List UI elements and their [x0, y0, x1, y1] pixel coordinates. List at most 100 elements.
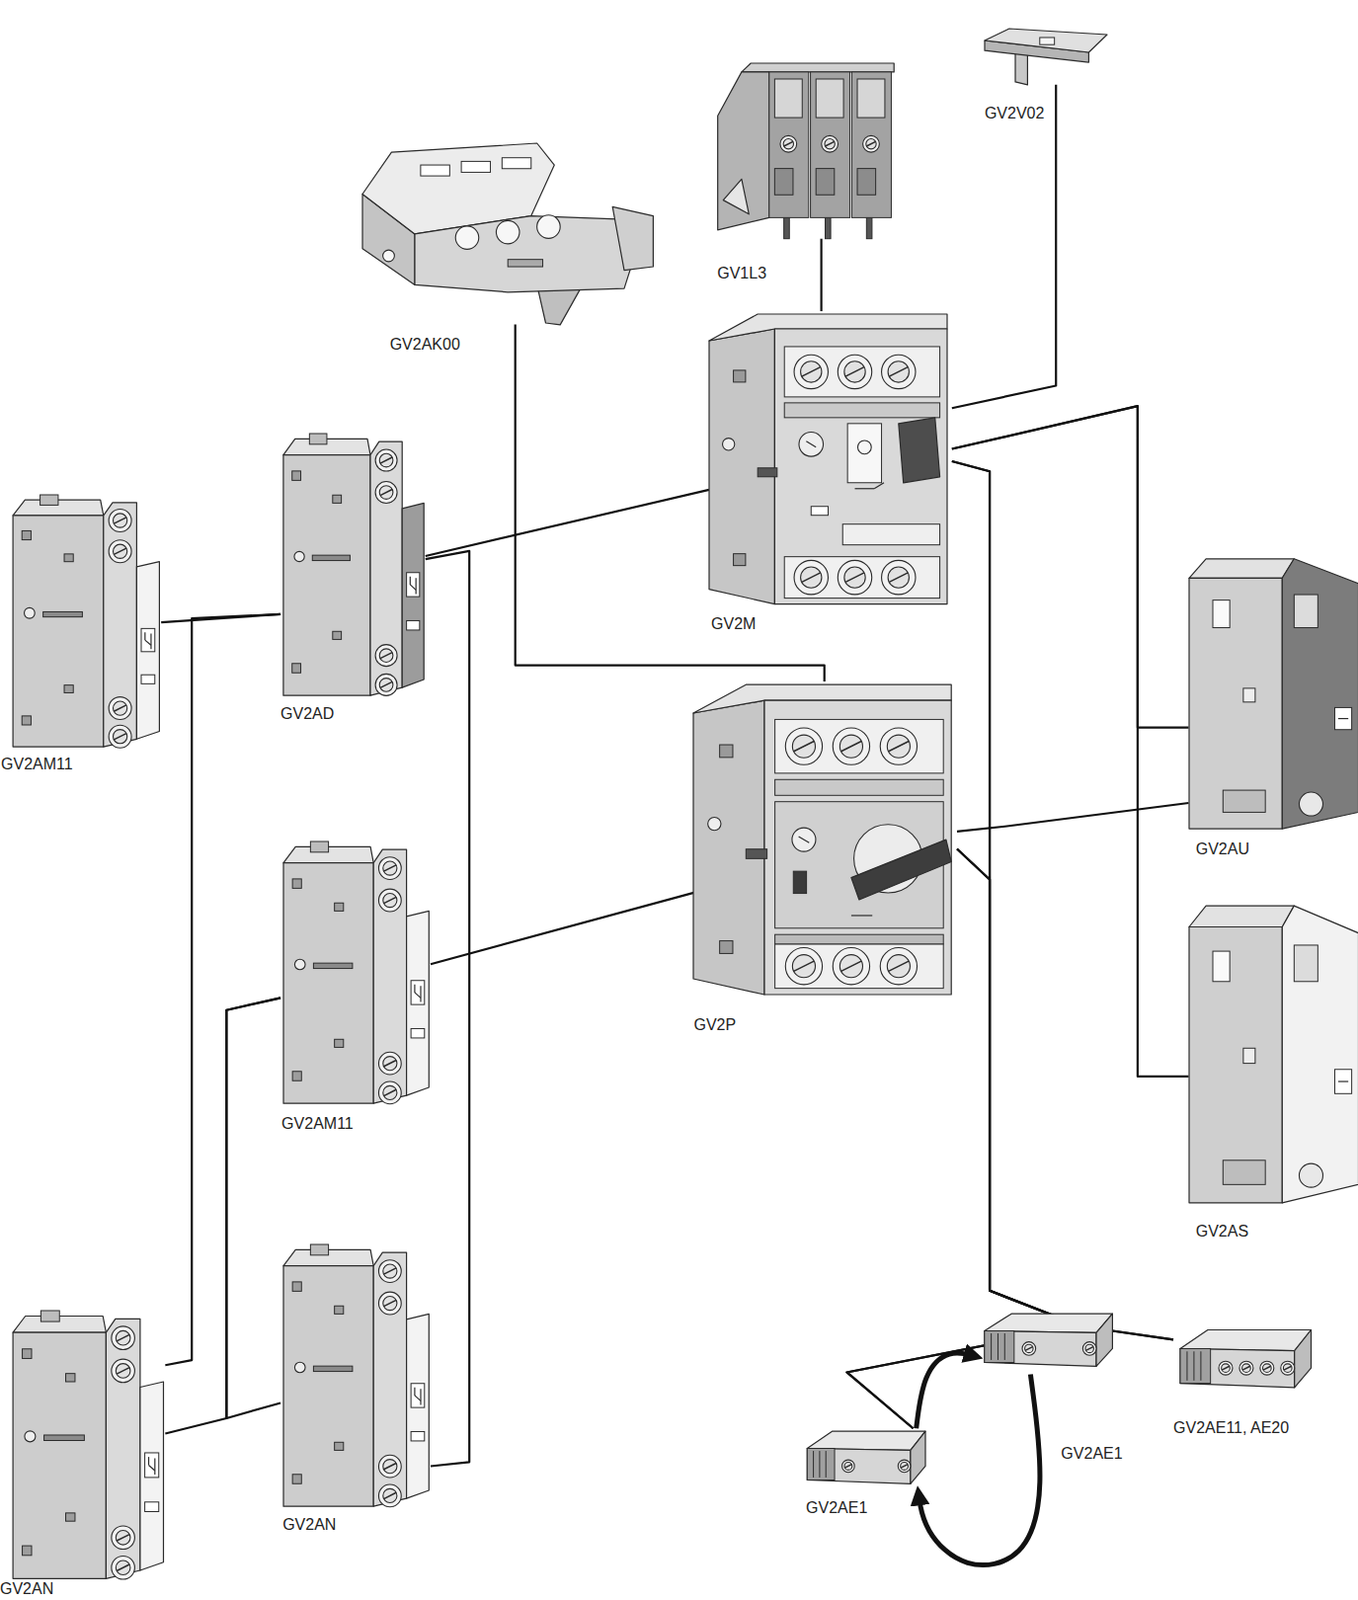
product-illustration: GV1L3 — [714, 63, 898, 240]
screw-slot — [1263, 1365, 1272, 1370]
contact-symbol — [145, 639, 152, 645]
screw-head — [1263, 1363, 1273, 1373]
clip-slot — [64, 685, 74, 694]
screw-head — [379, 678, 394, 693]
screw-slot — [900, 1464, 908, 1468]
terminal-screw — [897, 1459, 911, 1473]
terminal-screw — [1082, 1342, 1097, 1357]
screw-head — [844, 1462, 853, 1471]
terminal-screw — [881, 354, 916, 389]
terminal-column — [103, 502, 138, 747]
terminal-screw — [111, 1326, 136, 1351]
screw-head — [116, 1331, 132, 1347]
terminal-screw — [108, 509, 132, 533]
device-group — [983, 1314, 1113, 1367]
screw-slot — [116, 1534, 130, 1541]
clip-slot — [292, 1071, 302, 1081]
cell-window — [815, 79, 844, 118]
screw-head — [800, 566, 822, 588]
contact-symbol — [419, 1388, 421, 1405]
grip-rib — [818, 1450, 820, 1478]
cell-window — [857, 79, 885, 118]
device-drawing — [714, 63, 898, 240]
marker-window — [406, 621, 420, 631]
screw-slot — [114, 517, 128, 524]
contact-symbol — [155, 1458, 157, 1476]
device-front — [764, 700, 952, 995]
part-label: GV2AS — [1196, 1222, 1249, 1241]
device-drawing — [800, 1428, 926, 1492]
screw-slot — [384, 1268, 398, 1275]
device-side — [718, 72, 770, 231]
device-group — [362, 143, 653, 325]
screw-slot — [116, 1367, 130, 1374]
terminal-screw — [833, 948, 871, 985]
stop-button — [898, 417, 941, 483]
device-group — [1189, 559, 1358, 829]
screw-head — [383, 893, 398, 908]
device-drawing — [280, 1244, 431, 1513]
setting-dial — [798, 432, 824, 458]
terminal-screw — [833, 727, 871, 765]
terminal-recess — [1293, 945, 1318, 982]
screw-head — [844, 361, 866, 383]
screw-slot — [841, 960, 863, 971]
device-group — [693, 684, 952, 995]
screw-slot — [384, 1090, 398, 1097]
screw-slot — [114, 705, 128, 712]
connector-group — [160, 84, 1189, 1566]
contact-symbol — [414, 1395, 421, 1401]
knob-handle — [851, 839, 952, 900]
clip-slot — [332, 494, 342, 503]
latch — [746, 849, 768, 860]
screw-head — [840, 955, 864, 978]
lock-slot — [507, 258, 543, 266]
screw-head — [383, 1296, 398, 1311]
product-illustration: GV2M — [709, 311, 953, 608]
device-side — [406, 1314, 430, 1500]
terminal-column — [373, 849, 406, 1104]
screw-slot — [384, 1300, 398, 1307]
clip-slot — [719, 941, 733, 955]
screw-slot — [116, 1564, 130, 1571]
device-front — [1189, 577, 1282, 829]
clip-slot — [292, 1474, 302, 1484]
product-illustration: GV2AE1 — [977, 1310, 1113, 1374]
coil-symbol — [1337, 718, 1348, 719]
device-front — [1189, 927, 1282, 1203]
screw-head — [379, 485, 394, 500]
device-top — [1189, 905, 1294, 927]
part-label: GV2AK00 — [390, 335, 461, 354]
device-front — [283, 863, 374, 1104]
cable-entry — [815, 168, 835, 196]
device-front — [12, 515, 104, 747]
terminal-screw — [108, 724, 132, 748]
part-label: GV2AE11, AE20 — [1173, 1419, 1289, 1438]
screw-head — [383, 1056, 398, 1071]
terminal-screw — [786, 727, 823, 765]
start-button — [847, 423, 881, 483]
clip-slot — [332, 631, 342, 640]
top-notch — [40, 494, 59, 505]
terminal-screw — [379, 1052, 402, 1076]
screw-slot — [867, 141, 877, 147]
device-drawing — [9, 494, 161, 752]
screw-slot — [384, 897, 398, 904]
terminal-screw — [1218, 1360, 1233, 1375]
terminal-screw — [379, 1455, 402, 1479]
screw-slot — [888, 572, 908, 582]
terminal-screw — [375, 481, 398, 504]
button-symbol — [857, 440, 872, 455]
terminal-recess — [1293, 594, 1318, 628]
screw-head — [1024, 1345, 1033, 1354]
part-label: GV2AN — [282, 1516, 336, 1534]
device-group — [806, 1431, 926, 1484]
product-illustration: GV2AM11 — [280, 841, 431, 1110]
pivot-hole — [295, 958, 307, 970]
screw-slot — [384, 1493, 398, 1500]
screw-head — [887, 361, 909, 383]
screw-head — [824, 139, 835, 150]
pivot-hole — [24, 1431, 36, 1442]
device-front — [12, 1333, 106, 1580]
connector-line — [425, 489, 710, 557]
